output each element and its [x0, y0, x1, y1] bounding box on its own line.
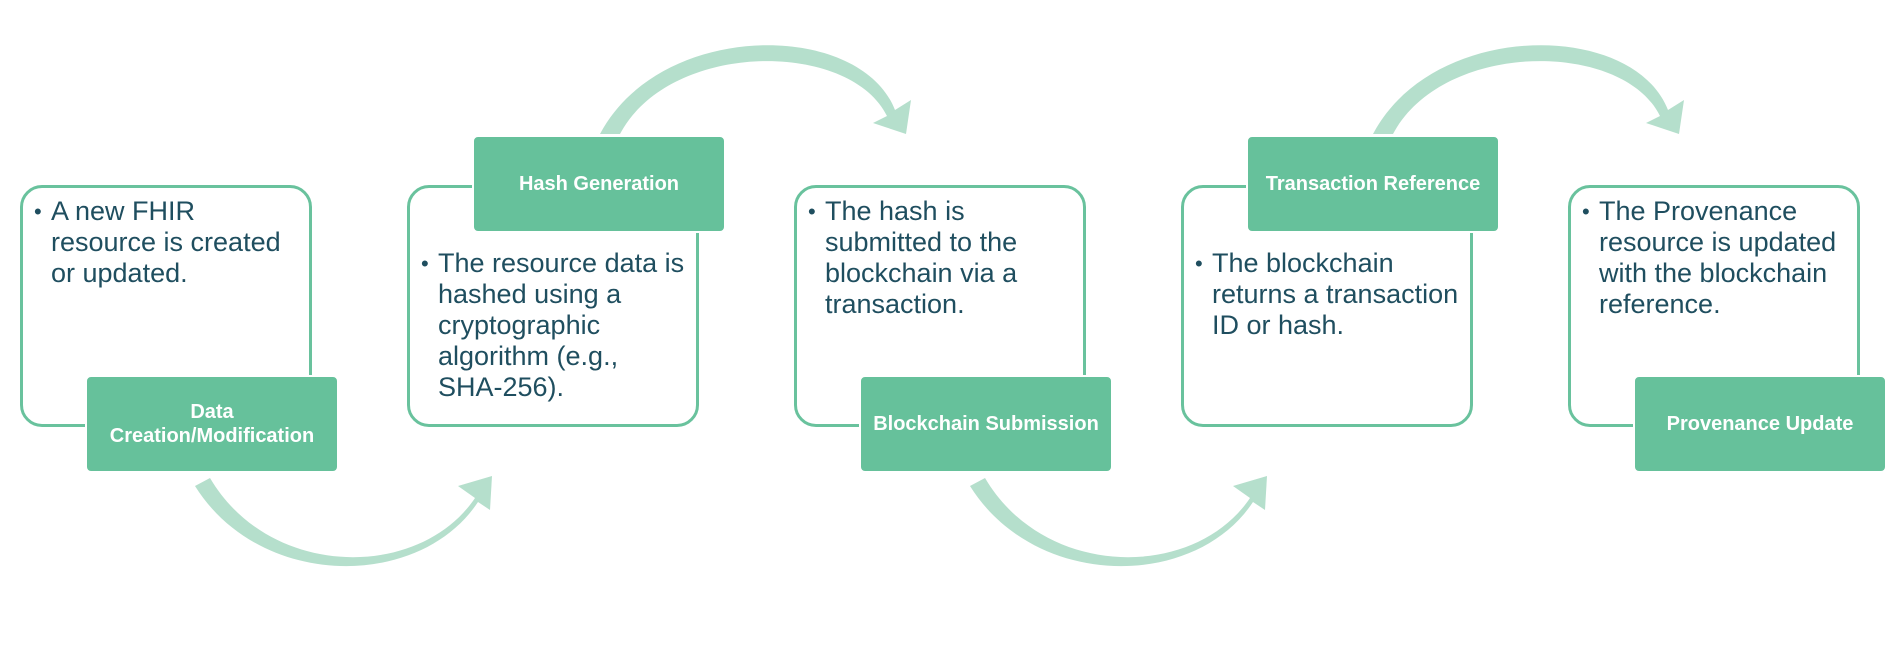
step-4-label: Transaction Reference: [1246, 135, 1500, 233]
step-3-label: Blockchain Submission: [859, 375, 1113, 473]
step-1-label: Data Creation/Modification: [85, 375, 339, 473]
arrow-3-to-4: [970, 476, 1267, 567]
step-1-text: A new FHIR resource is created or update…: [34, 196, 299, 289]
step-3-list: The hash is submitted to the blockchain …: [797, 188, 1083, 320]
arrow-1-to-2: [195, 476, 492, 567]
step-5-label: Provenance Update: [1633, 375, 1887, 473]
step-2-label: Hash Generation: [472, 135, 726, 233]
step-1-card: A new FHIR resource is created or update…: [20, 185, 312, 427]
arrow-2-to-3: [600, 45, 911, 134]
step-2-text: The resource data is hashed using a cryp…: [421, 248, 686, 403]
step-5-list: The Provenance resource is updated with …: [1571, 188, 1857, 320]
step-1-list: A new FHIR resource is created or update…: [23, 188, 309, 289]
step-2-list: The resource data is hashed using a cryp…: [410, 188, 696, 403]
step-5-text: The Provenance resource is updated with …: [1582, 196, 1847, 320]
step-4-text: The blockchain returns a transaction ID …: [1195, 248, 1460, 341]
step-3-text: The hash is submitted to the blockchain …: [808, 196, 1073, 320]
step-4-list: The blockchain returns a transaction ID …: [1184, 188, 1470, 341]
arrow-4-to-5: [1373, 45, 1684, 134]
